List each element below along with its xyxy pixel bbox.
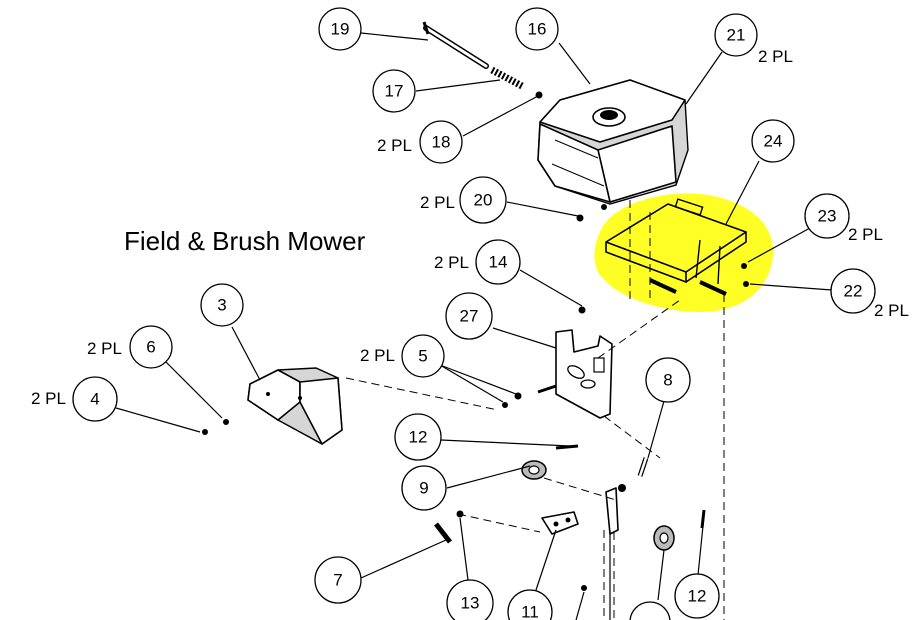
svg-text:19: 19 bbox=[331, 20, 350, 39]
callout-19: 19 bbox=[318, 7, 362, 51]
callout-11: 11 bbox=[507, 589, 553, 620]
callout-5: 5 2 PL bbox=[360, 334, 445, 378]
svg-text:2 PL: 2 PL bbox=[377, 136, 412, 155]
part-spring-17 bbox=[490, 66, 524, 90]
svg-text:24: 24 bbox=[764, 132, 783, 151]
callout-18: 18 2 PL bbox=[377, 120, 463, 164]
svg-text:21: 21 bbox=[727, 26, 746, 45]
callout-12-upper: 12 bbox=[394, 413, 442, 461]
callout-7: 7 bbox=[314, 556, 362, 604]
svg-text:13: 13 bbox=[461, 594, 480, 613]
callout-24: 24 bbox=[751, 119, 795, 163]
diagram-title: Field & Brush Mower bbox=[124, 226, 366, 256]
svg-text:11: 11 bbox=[521, 603, 539, 620]
part-screw-4 bbox=[202, 429, 208, 435]
callout-4: 4 2 PL bbox=[31, 376, 118, 422]
callout-21: 21 2 PL bbox=[714, 13, 793, 66]
svg-text:2 PL: 2 PL bbox=[758, 47, 793, 66]
part-bracket-11 bbox=[541, 511, 579, 535]
part-nut-6 bbox=[223, 419, 229, 425]
callout-17: 17 bbox=[372, 69, 416, 113]
callout-23: 23 2 PL bbox=[804, 193, 883, 244]
part-washer-5 bbox=[502, 402, 508, 408]
svg-text:14: 14 bbox=[489, 253, 508, 272]
callout-9: 9 bbox=[401, 465, 447, 511]
svg-text:4: 4 bbox=[90, 390, 99, 409]
part-guard-3 bbox=[247, 367, 343, 445]
part-tank-16 bbox=[537, 79, 689, 205]
part-nut-lower bbox=[581, 585, 587, 591]
part-bolt-5 bbox=[537, 384, 557, 394]
svg-text:2 PL: 2 PL bbox=[874, 301, 909, 320]
callout-14: 14 2 PL bbox=[434, 239, 521, 285]
callout-16: 16 bbox=[515, 7, 559, 51]
svg-text:18: 18 bbox=[432, 133, 451, 152]
callout-3: 3 bbox=[200, 283, 244, 327]
svg-text:12: 12 bbox=[409, 428, 428, 447]
callout-27: 27 bbox=[445, 292, 493, 340]
callout-6: 6 2 PL bbox=[87, 325, 173, 369]
assembly-lines bbox=[345, 200, 725, 620]
svg-text:7: 7 bbox=[333, 571, 342, 590]
callout-12-lower: 12 bbox=[674, 573, 720, 619]
svg-text:2 PL: 2 PL bbox=[420, 193, 455, 212]
part-plate-27 bbox=[555, 329, 613, 419]
part-pulley-9 bbox=[521, 460, 547, 480]
part-nut-5 bbox=[514, 392, 522, 400]
svg-text:23: 23 bbox=[818, 207, 837, 226]
highlight-part-24 bbox=[594, 193, 774, 312]
part-bolt-22 bbox=[743, 281, 749, 287]
part-bolt-12a bbox=[555, 444, 579, 450]
svg-text:2 PL: 2 PL bbox=[31, 389, 66, 408]
svg-text:2 PL: 2 PL bbox=[434, 253, 469, 272]
svg-text:2 PL: 2 PL bbox=[360, 346, 395, 365]
part-screw-14 bbox=[578, 306, 586, 314]
svg-text:27: 27 bbox=[460, 307, 479, 326]
part-nut-20 bbox=[576, 214, 584, 222]
svg-text:16: 16 bbox=[528, 20, 547, 39]
part-bracket-24 bbox=[605, 198, 747, 296]
svg-text:12: 12 bbox=[688, 587, 707, 606]
part-bolt-7 bbox=[434, 522, 452, 544]
part-rod-19 bbox=[422, 21, 489, 69]
svg-text:2 PL: 2 PL bbox=[848, 225, 883, 244]
svg-text:8: 8 bbox=[663, 371, 672, 390]
svg-text:17: 17 bbox=[385, 82, 404, 101]
part-bolt-12b bbox=[700, 509, 706, 529]
part-nut-23 bbox=[741, 263, 747, 269]
svg-text:6: 6 bbox=[146, 338, 155, 357]
part-lever bbox=[605, 484, 626, 535]
svg-text:5: 5 bbox=[418, 347, 427, 366]
leader-lines bbox=[115, 32, 833, 620]
svg-text:3: 3 bbox=[217, 296, 226, 315]
svg-text:2 PL: 2 PL bbox=[87, 339, 122, 358]
part-pulley-lower bbox=[653, 525, 675, 551]
callout-20: 20 2 PL bbox=[420, 176, 507, 224]
part-nut-20b bbox=[601, 204, 607, 210]
svg-text:22: 22 bbox=[844, 282, 863, 301]
svg-text:20: 20 bbox=[474, 191, 493, 210]
callout-8: 8 bbox=[645, 357, 691, 403]
svg-text:9: 9 bbox=[419, 479, 428, 498]
callout-22: 22 2 PL bbox=[830, 268, 909, 320]
callout-13: 13 bbox=[446, 579, 494, 620]
callout-partial bbox=[629, 601, 671, 620]
